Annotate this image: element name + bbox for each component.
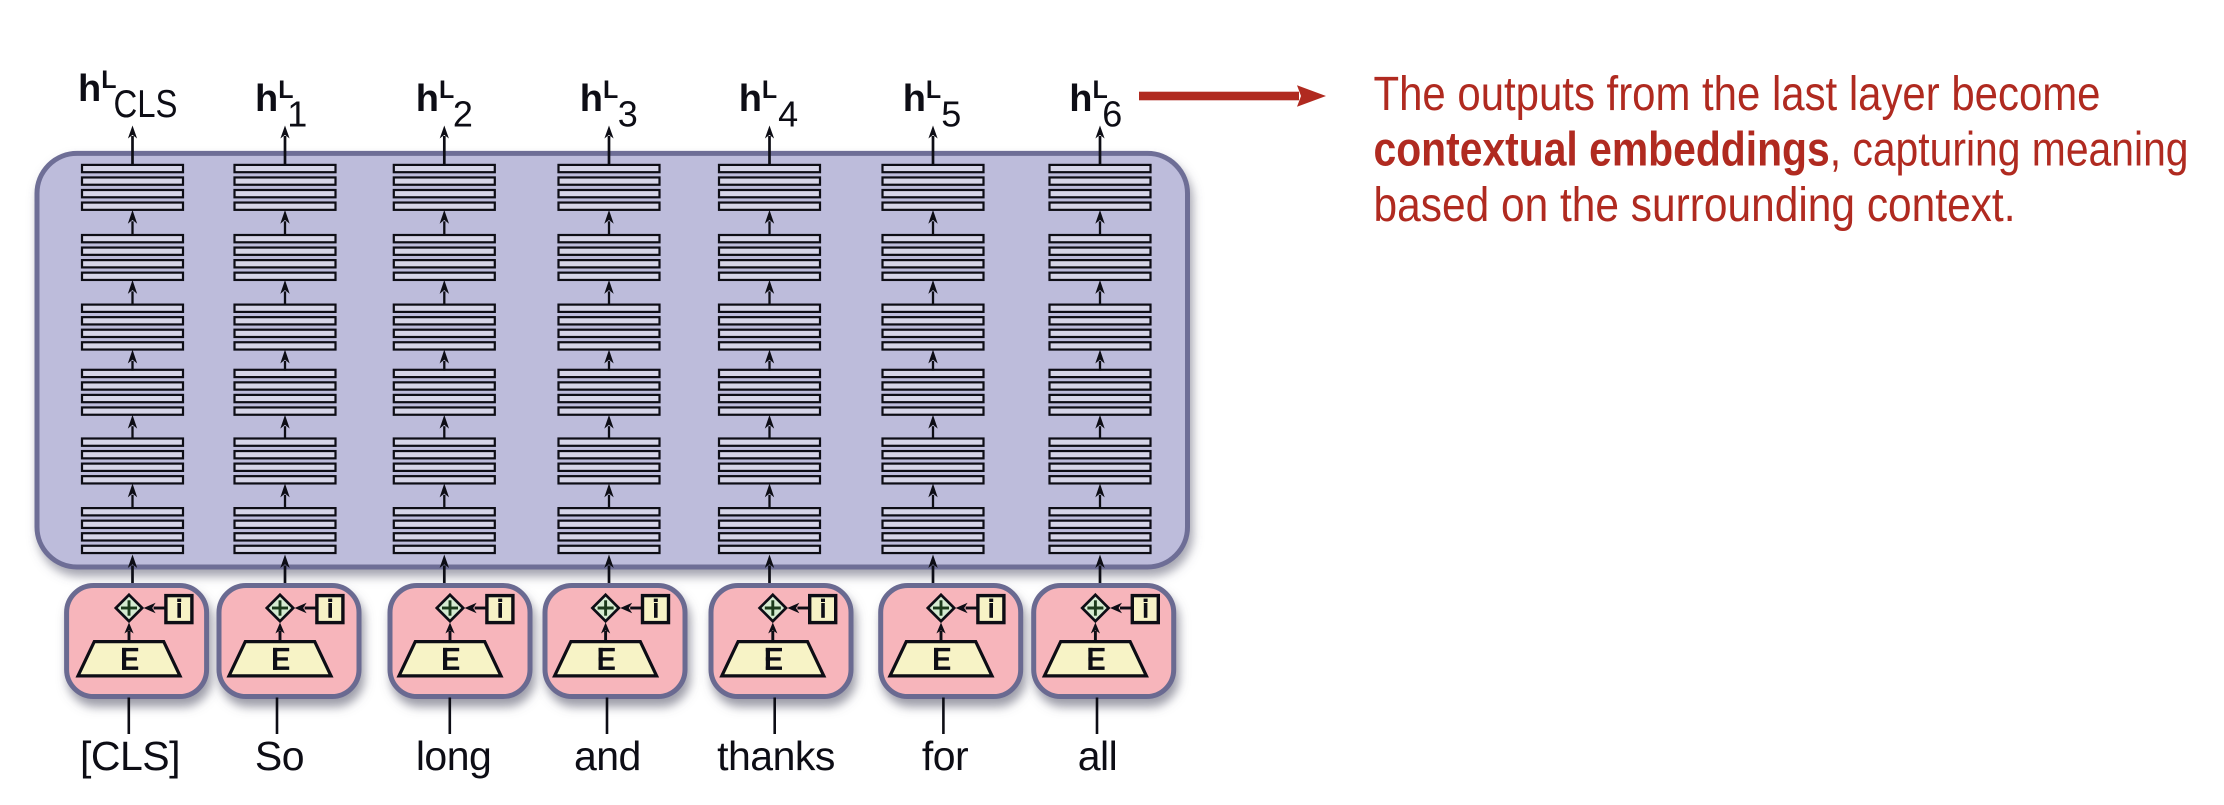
svg-text:2: 2 xyxy=(453,94,473,135)
svg-text:thanks: thanks xyxy=(717,733,835,779)
svg-text:5: 5 xyxy=(941,94,961,135)
svg-text:4: 4 xyxy=(778,94,798,135)
svg-text:based on the surrounding conte: based on the surrounding context. xyxy=(1374,179,2016,232)
svg-text:6: 6 xyxy=(1102,94,1122,135)
svg-text:hL: hL xyxy=(580,76,619,120)
svg-text:and: and xyxy=(574,733,641,779)
svg-text:1: 1 xyxy=(287,94,307,135)
svg-text:CLS: CLS xyxy=(114,83,178,126)
svg-text:[CLS]: [CLS] xyxy=(80,733,180,779)
svg-text:hL: hL xyxy=(255,76,294,120)
svg-text:contextual embeddings, capturi: contextual embeddings, capturing meaning xyxy=(1374,124,2189,177)
svg-text:The outputs from the last laye: The outputs from the last layer become xyxy=(1374,68,2101,121)
svg-text:long: long xyxy=(416,733,492,779)
svg-text:for: for xyxy=(922,733,968,779)
svg-text:all: all xyxy=(1078,733,1118,779)
svg-text:3: 3 xyxy=(618,94,638,135)
svg-text:So: So xyxy=(255,733,304,779)
